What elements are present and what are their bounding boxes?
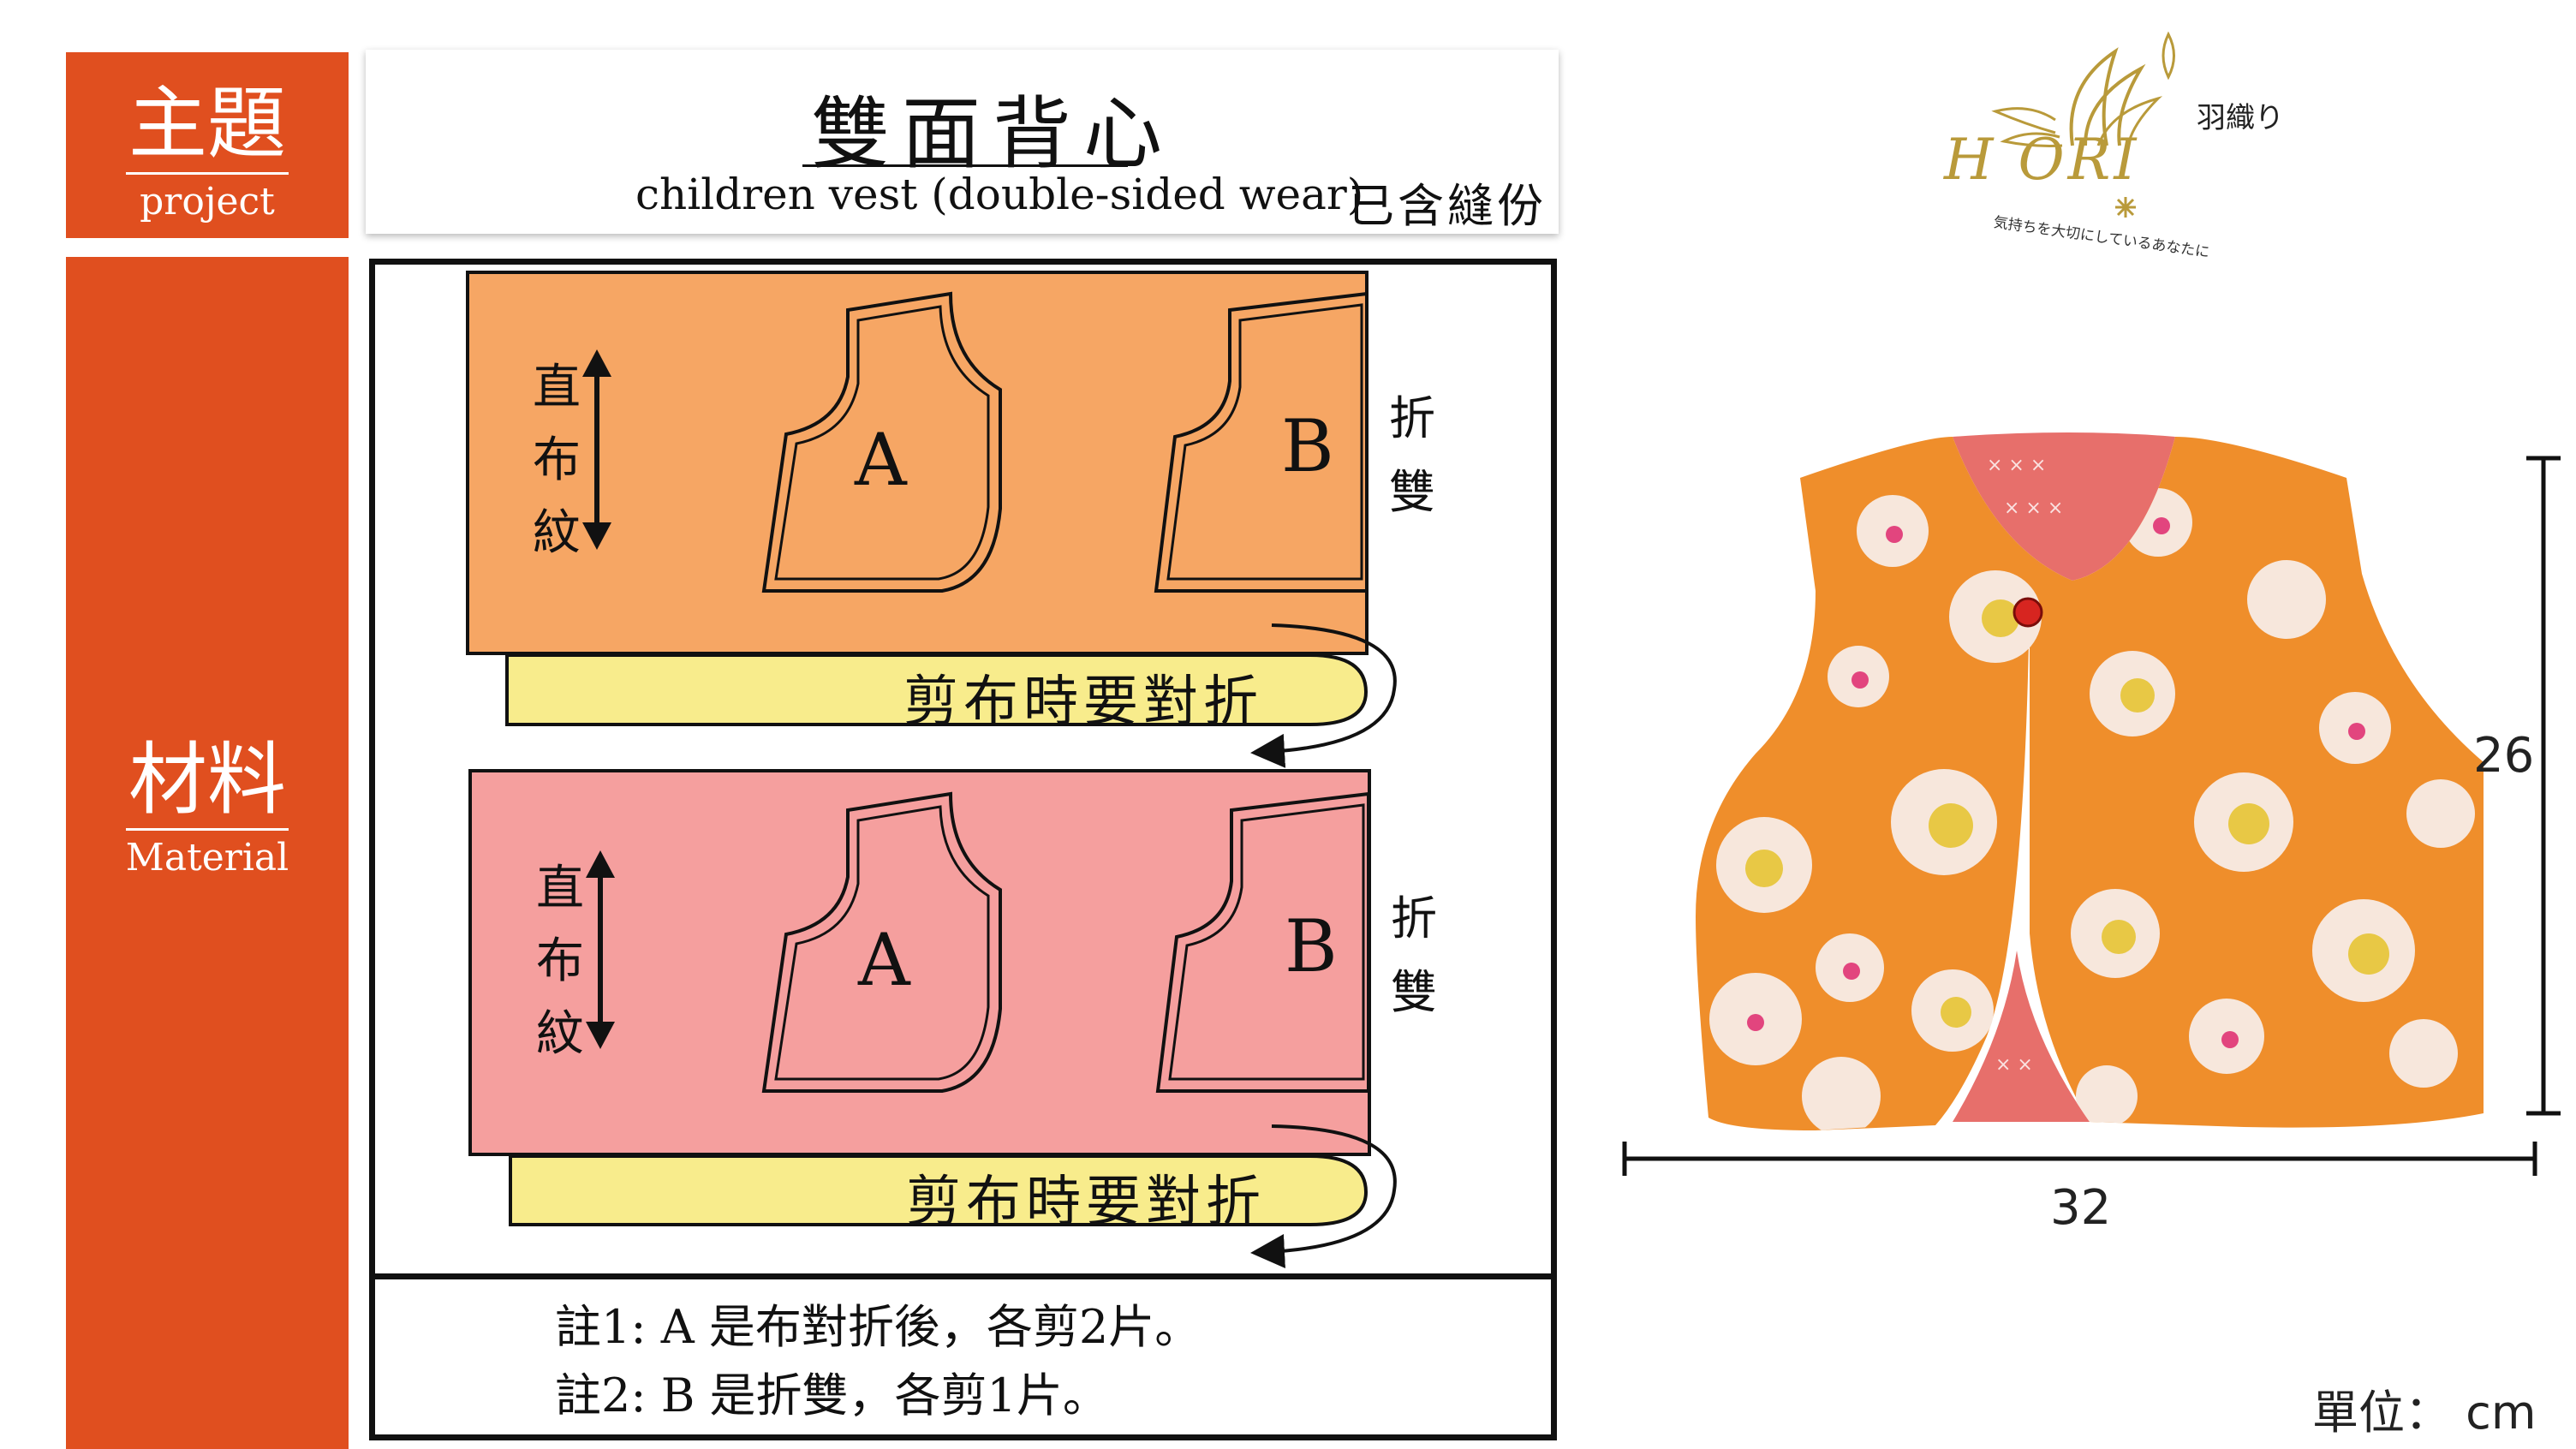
fold-layer-orange — [505, 653, 1368, 726]
cutting-notes: 註1: A 是布對折後，各剪2片。 註2: B 是折雙，各剪1片。 — [555, 1293, 1201, 1430]
fold-label-char: 折 — [1391, 891, 1437, 945]
fold-instruction-pink: 剪布時要對折 — [906, 1171, 1266, 1234]
project-label: 主題 — [128, 78, 286, 170]
pattern-piece-a-outer — [761, 291, 1002, 593]
fold-instruction-orange: 剪布時要對折 — [903, 671, 1263, 734]
pattern-piece-b-outer — [1154, 291, 1368, 593]
material-label-divider — [126, 828, 289, 831]
piece-a-label-orange: A — [855, 418, 907, 502]
height-dimension-label: 26 — [2473, 728, 2535, 784]
title-underline — [802, 164, 1128, 167]
pattern-piece-a-inner — [774, 305, 990, 581]
material-label-en: Material — [125, 836, 289, 880]
fold-label-pink: 折 雙 — [1391, 882, 1437, 1029]
pattern-piece-b-outer — [1155, 791, 1370, 1093]
fold-label-orange: 折 雙 — [1389, 382, 1435, 529]
pattern-piece-a-outer — [761, 791, 1002, 1093]
svg-text:× × ×: × × × — [1987, 455, 2046, 476]
fold-layer-pink — [509, 1154, 1368, 1226]
vest-button — [2012, 597, 2043, 628]
project-label-block: 主題 project — [66, 52, 349, 238]
material-label-block: 材料 Material — [66, 257, 349, 1449]
fabric-panel-pink — [468, 769, 1397, 1268]
piece-b-label-orange: B — [1281, 404, 1334, 488]
svg-text:× × ×: × × × — [2004, 498, 2063, 519]
brand-jp: 羽織り — [2197, 101, 2284, 135]
project-label-divider — [126, 172, 289, 175]
grain-label-char: 直 — [533, 360, 581, 415]
pattern-piece-a-inner — [774, 805, 990, 1081]
fold-label-char: 折 — [1389, 391, 1435, 445]
title-bar: 雙面背心 children vest (double-sided wear) 已… — [366, 50, 1559, 234]
grain-label-char: 直 — [536, 861, 584, 916]
fold-arrow-orange — [1250, 623, 1397, 768]
pattern-piece-b-inner — [1166, 303, 1363, 581]
project-label-en: project — [140, 180, 275, 224]
piece-b-label-pink: B — [1285, 904, 1338, 988]
grain-label-char: 紋 — [536, 1006, 584, 1062]
note-line: 註1: A 是布對折後，各剪2片。 — [555, 1300, 1202, 1354]
fabric-panel-orange — [466, 271, 1397, 768]
page-subtitle: children vest (double-sided wear) — [635, 170, 1364, 219]
fold-arrow-pink — [1250, 1124, 1397, 1268]
vest-lining — [1953, 432, 2175, 1122]
grain-label-char: 布 — [536, 933, 584, 989]
fold-label-char: 雙 — [1389, 465, 1435, 519]
brand-latin: H ORI — [1944, 127, 2140, 193]
grain-label-char: 紋 — [533, 505, 581, 561]
note-line: 註2: B 是折雙，各剪1片。 — [555, 1368, 1109, 1422]
notes-divider — [369, 1273, 1557, 1279]
brand-logo-mark — [1991, 31, 2175, 218]
material-label: 材料 — [128, 734, 286, 826]
svg-text:× ×: × × — [1995, 1054, 2033, 1076]
grain-label-orange: 直 布 紋 — [531, 351, 582, 569]
width-dimension-label: 32 — [2050, 1180, 2112, 1236]
pattern-piece-b-inner — [1168, 803, 1365, 1081]
fold-label-char: 雙 — [1391, 965, 1437, 1019]
seam-allowance-note: 已含縫份 — [1348, 179, 1547, 233]
grain-label-pink: 直 布 紋 — [534, 852, 586, 1070]
brand-logo: H ORI 羽織り 気持ちを大切にしているあなたに — [1944, 17, 2304, 261]
unit-label: 單位： cm — [2312, 1386, 2537, 1440]
piece-a-label-pink: A — [858, 918, 910, 1002]
grain-label-char: 布 — [533, 432, 581, 488]
vest-photo: × × × × × × × × — [1696, 432, 2484, 1130]
